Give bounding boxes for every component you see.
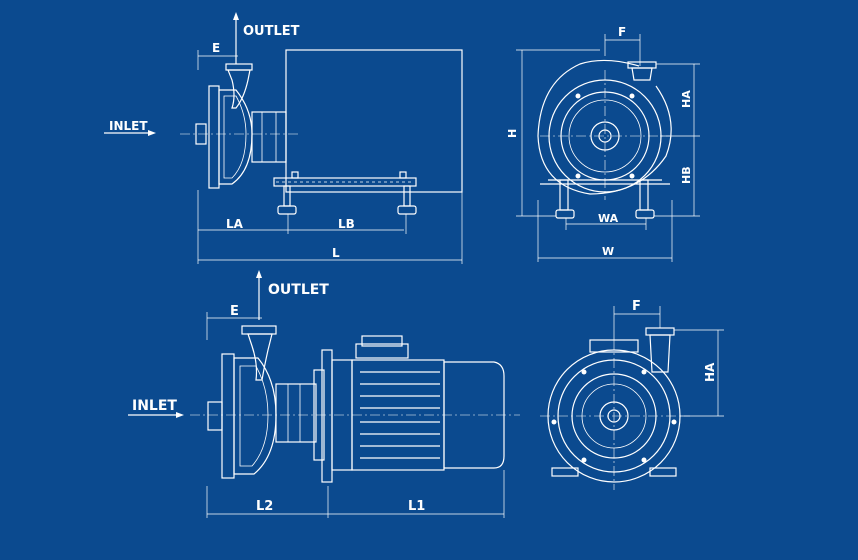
dim-wa-label: WA bbox=[598, 212, 619, 225]
right-leg bbox=[397, 185, 417, 215]
motor-body bbox=[285, 49, 463, 193]
outlet-nozzle-2 bbox=[241, 325, 277, 335]
inlet-arrow-head bbox=[148, 130, 156, 136]
outlet-nozzle bbox=[227, 69, 251, 109]
cooling-fins bbox=[360, 371, 440, 459]
dim-w-label: W bbox=[602, 245, 614, 258]
shaft-hub-2 bbox=[599, 401, 629, 431]
fan-cover bbox=[443, 361, 505, 469]
dim-f-label: F bbox=[618, 25, 626, 39]
inlet-label: INLET bbox=[109, 119, 148, 133]
dim-la-label: LA bbox=[226, 217, 244, 231]
dim-l2-label: L2 bbox=[256, 499, 273, 514]
dim-l-label: L bbox=[332, 246, 340, 260]
inlet-label-2: INLET bbox=[132, 398, 177, 414]
adapter bbox=[251, 111, 287, 163]
terminal-box bbox=[355, 343, 409, 359]
dim-ha2-label: HA bbox=[703, 362, 717, 382]
outlet-label-2: OUTLET bbox=[268, 282, 329, 298]
outlet-arrow-head bbox=[233, 12, 239, 20]
inlet-flange-2 bbox=[207, 401, 223, 431]
dim-h-label: H bbox=[506, 129, 519, 138]
dim-lb-label: LB bbox=[338, 217, 355, 231]
adapter-2 bbox=[275, 383, 317, 443]
outlet-nozzle-front-2 bbox=[645, 327, 675, 336]
bottom-side-view: OUTLET E INLET bbox=[128, 270, 520, 518]
base-frame bbox=[273, 177, 417, 187]
dim-e-label: E bbox=[212, 41, 220, 55]
inlet-flange bbox=[195, 123, 207, 145]
outlet-label: OUTLET bbox=[243, 24, 300, 39]
outlet-nozzle-front bbox=[627, 61, 657, 69]
top-side-view: OUTLET E INLET bbox=[104, 12, 463, 264]
right-foot bbox=[649, 467, 677, 477]
dim-ha-label: HA bbox=[680, 90, 693, 108]
casing-cover-2 bbox=[571, 373, 657, 459]
shaft-hub bbox=[590, 121, 620, 151]
left-foot bbox=[551, 467, 579, 477]
dim-l1-label: L1 bbox=[408, 499, 425, 514]
dim-e2-label: E bbox=[230, 304, 239, 319]
dim-f2-label: F bbox=[632, 299, 641, 314]
top-front-view: F H HA HB WA W bbox=[506, 25, 700, 262]
left-leg bbox=[277, 185, 297, 215]
bottom-front-view: F HA bbox=[540, 299, 724, 490]
dim-hb-label: HB bbox=[680, 166, 693, 184]
volute bbox=[537, 59, 672, 195]
